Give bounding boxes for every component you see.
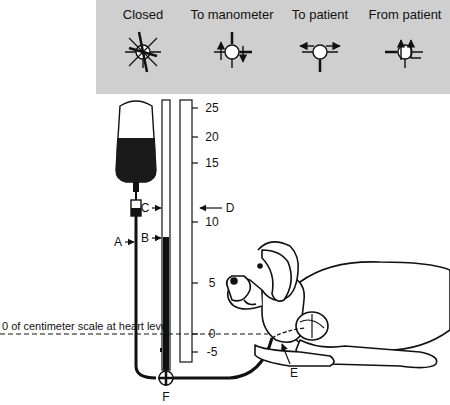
scale-number: 5 <box>209 277 216 289</box>
scale-number: 20 <box>205 131 218 143</box>
scale-number: 25 <box>205 102 218 114</box>
scale-number: 0 <box>209 328 216 340</box>
iv-bottle <box>116 101 156 216</box>
part-letter: F <box>162 391 169 403</box>
part-letter: C <box>141 202 150 214</box>
scale-number: 10 <box>205 216 218 228</box>
heart-level-line <box>0 334 268 335</box>
leader-lines <box>125 208 290 364</box>
panel-label: To patient <box>292 8 348 21</box>
panel-label: To manometer <box>190 8 273 21</box>
panel-label: Closed <box>123 8 163 21</box>
panel-label: From patient <box>369 8 442 21</box>
part-letter: D <box>226 202 235 214</box>
centimeter-scale <box>180 100 198 362</box>
part-letter: E <box>290 367 298 379</box>
stopcock-icons <box>125 32 423 72</box>
part-letter: A <box>114 236 122 248</box>
patient-tube <box>173 338 272 378</box>
dog <box>227 242 450 368</box>
stopcock <box>158 370 174 386</box>
part-letter: B <box>141 232 149 244</box>
scale-number: 15 <box>205 157 218 169</box>
catheter <box>272 328 306 338</box>
heart-level-note: 0 of centimeter scale at heart level <box>2 321 170 332</box>
scale-number: -5 <box>207 346 218 358</box>
infusion-tube <box>136 216 156 378</box>
stopcock-panel <box>96 0 450 94</box>
